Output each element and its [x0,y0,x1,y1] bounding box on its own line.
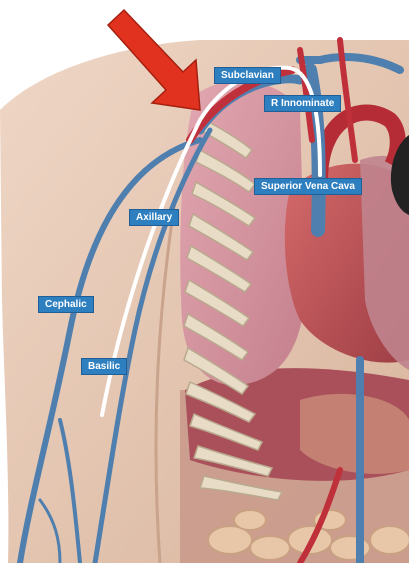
label-r-innominate: R Innominate [264,95,341,112]
label-cephalic: Cephalic [38,296,94,313]
label-superior-vena-cava: Superior Vena Cava [254,178,362,195]
label-subclavian: Subclavian [214,67,281,84]
label-basilic: Basilic [81,358,127,375]
label-axillary: Axillary [129,209,179,226]
